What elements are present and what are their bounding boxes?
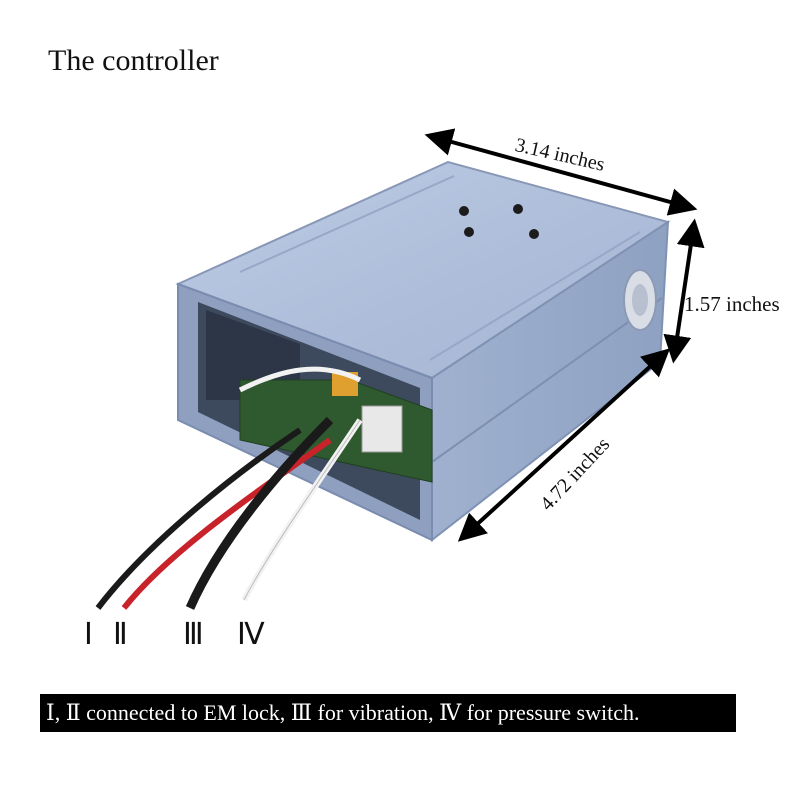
wires xyxy=(95,366,363,610)
wire-red xyxy=(121,437,332,610)
wire-black-2 xyxy=(185,416,334,610)
height-label: 1.57 inches xyxy=(684,292,780,316)
wire-label-iii: Ⅲ xyxy=(183,618,206,651)
wiring-caption: Ⅰ, Ⅱ connected to EM lock, Ⅲ for vibrati… xyxy=(40,694,736,732)
wire-label-i: Ⅰ xyxy=(84,618,95,651)
enclosure xyxy=(175,160,671,543)
page-title: The controller xyxy=(48,44,219,77)
wire-black-1 xyxy=(95,427,302,610)
width-arrow xyxy=(424,128,698,216)
length-arrow xyxy=(457,348,671,542)
height-arrow xyxy=(663,218,705,364)
wire-label-ii: Ⅱ xyxy=(113,618,130,651)
wire-label-iv: Ⅳ xyxy=(237,618,267,651)
